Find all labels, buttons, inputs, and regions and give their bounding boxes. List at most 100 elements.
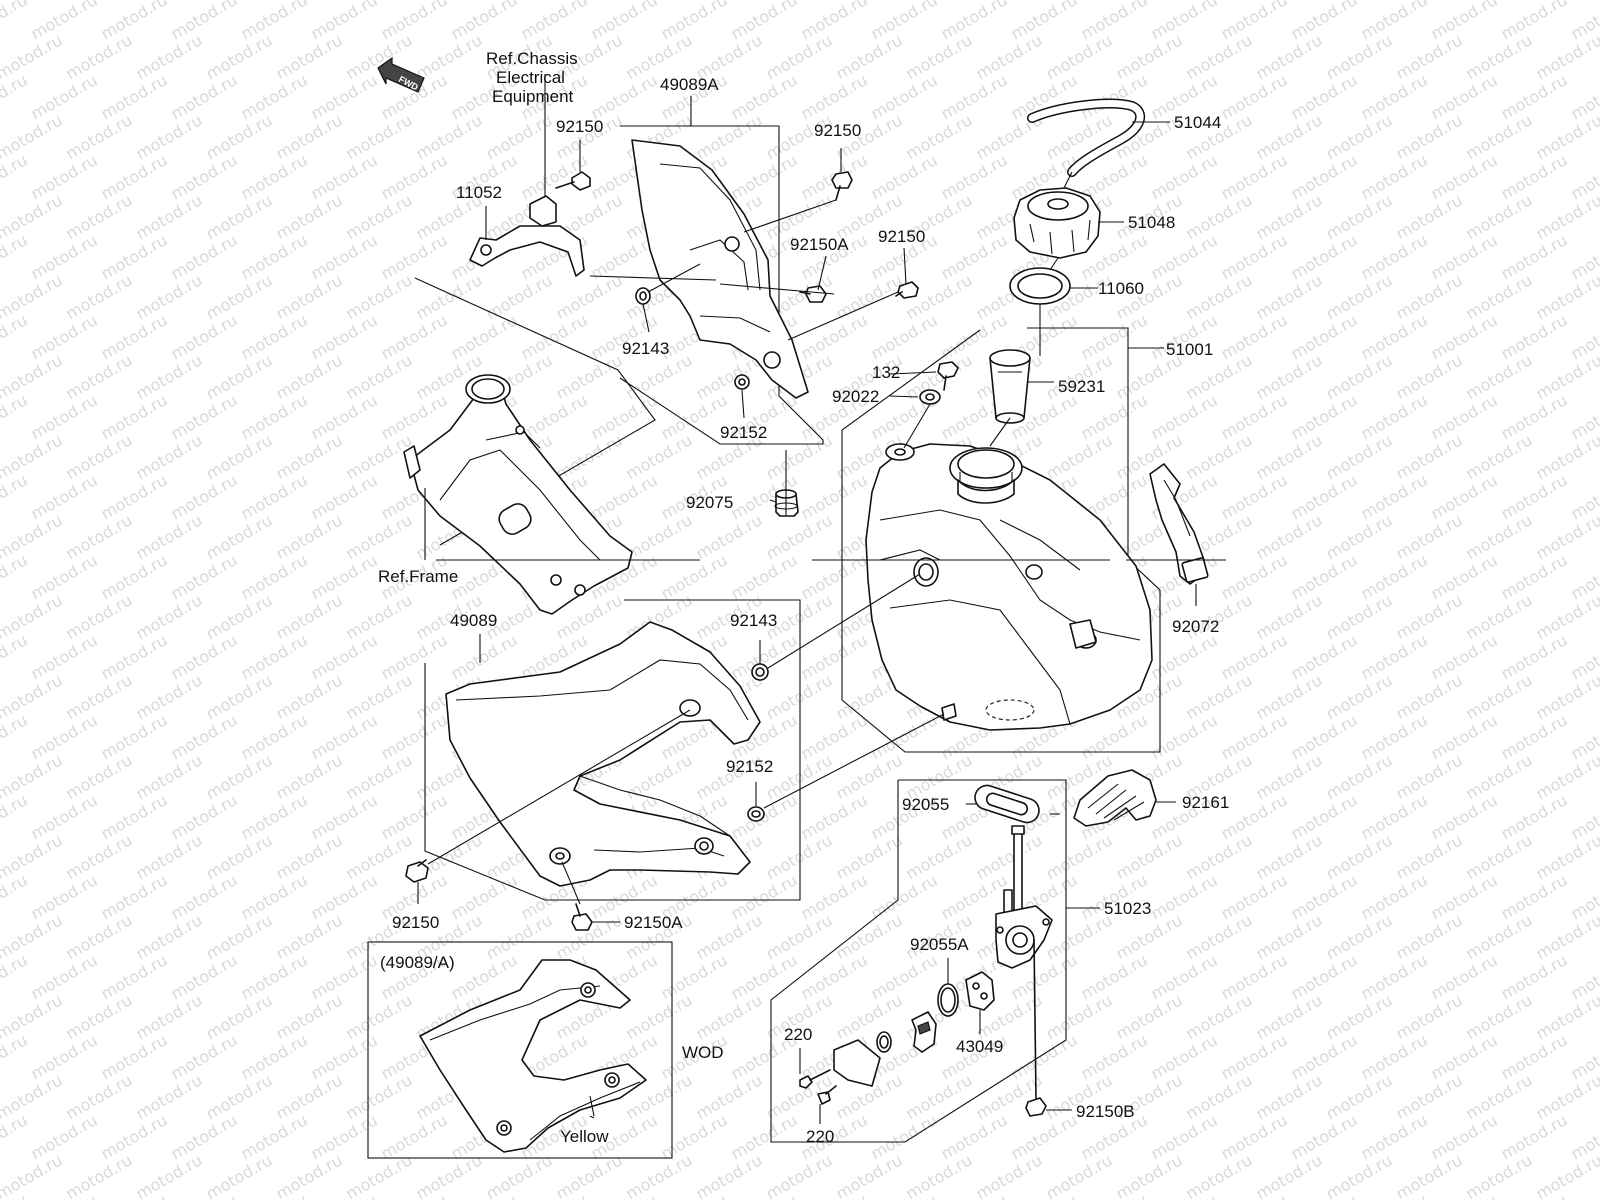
watermark-text: motod.ru [378,230,451,283]
watermark-text: motod.ru [1253,350,1326,403]
watermark-text: motod.ru [273,590,346,643]
screw-220-upper [799,1069,831,1089]
watermark-text: motod.ru [168,1110,241,1163]
bolt-92150B [1025,1097,1047,1117]
watermark-text: motod.ru [0,1070,66,1123]
watermark-text: motod.ru [203,110,276,163]
watermark-text: motod.ru [1463,910,1536,963]
watermark-text: motod.ru [98,1190,171,1200]
watermark-text: motod.ru [518,310,591,363]
watermark-text: motod.ru [763,910,836,963]
label-51023: 51023 [1104,899,1151,918]
label-220-upper: 220 [784,1025,812,1044]
watermark-text: motod.ru [98,70,171,123]
label-59231: 59231 [1058,377,1105,396]
watermark-text: motod.ru [168,230,241,283]
watermark-text: motod.ru [1043,30,1116,83]
watermark-text: motod.ru [378,1190,451,1200]
watermark-text: motod.ru [1218,310,1291,363]
watermark-text: motod.ru [28,870,101,923]
label-51001: 51001 [1166,340,1213,359]
watermark-text: motod.ru [1393,190,1466,243]
watermark-text: motod.ru [1218,550,1291,603]
watermark-text: motod.ru [343,270,416,323]
watermark-text: motod.ru [1533,990,1600,1043]
watermark-text: motod.ru [0,190,66,243]
watermark-text: motod.ru [168,1190,241,1200]
watermark-text: motod.ru [0,670,66,723]
label-132: 132 [872,363,900,382]
watermark-text: motod.ru [1253,590,1326,643]
watermark-text: motod.ru [1323,590,1396,643]
watermark-text: motod.ru [868,70,941,123]
watermark-text: motod.ru [1043,1150,1116,1200]
watermark-text: motod.ru [168,1030,241,1083]
watermark-text: motod.ru [308,310,381,363]
watermark-text: motod.ru [1393,750,1466,803]
watermark-text: motod.ru [553,430,626,483]
fuel-cock-51023 [995,825,1053,1099]
watermark-text: motod.ru [1358,790,1431,843]
watermark-text: motod.ru [308,950,381,1003]
watermark-text: motod.ru [308,870,381,923]
watermark-text: motod.ru [1498,710,1571,763]
watermark-text: motod.ru [1533,510,1600,563]
watermark-text: motod.ru [1183,1150,1256,1200]
watermark-text: motod.ru [1533,830,1600,883]
watermark-text: motod.ru [168,550,241,603]
ref-chassis-label-line1: Ref.Chassis [486,49,578,68]
watermark-text: motod.ru [1498,310,1571,363]
watermark-text: motod.ru [868,0,941,43]
ref-frame-label: Ref.Frame [378,567,458,586]
watermark-text: motod.ru [1498,950,1571,1003]
watermark-text: motod.ru [903,1070,976,1123]
watermark-text: motod.ru [0,30,66,83]
watermark-text: motod.ru [1358,1190,1431,1200]
watermark-text: motod.ru [1358,390,1431,443]
watermark-text: motod.ru [728,0,801,43]
watermark-text: motod.ru [728,550,801,603]
watermark-text: motod.ru [728,870,801,923]
watermark-text: motod.ru [308,150,381,203]
watermark-text: motod.ru [0,830,66,883]
watermark-text: motod.ru [1288,1030,1361,1083]
watermark-text: motod.ru [1148,230,1221,283]
watermark-text: motod.ru [1043,830,1116,883]
watermark-text: motod.ru [1358,230,1431,283]
watermark-text: motod.ru [28,1190,101,1200]
watermark-text: motod.ru [98,470,171,523]
watermark-text: motod.ru [1288,630,1361,683]
watermark-text: motod.ru [1078,390,1151,443]
watermark-text: motod.ru [1533,1070,1600,1123]
watermark-text: motod.ru [1498,1030,1571,1083]
watermark-text: motod.ru [203,670,276,723]
watermark-text: motod.ru [0,910,66,963]
watermark-text: motod.ru [1323,510,1396,563]
watermark-text: motod.ru [728,950,801,1003]
watermark-text: motod.ru [1253,430,1326,483]
watermark-text: motod.ru [1218,150,1291,203]
watermark-text: motod.ru [98,310,171,363]
watermark-text: motod.ru [1463,110,1536,163]
watermark-text: motod.ru [938,0,1011,43]
watermark-text: motod.ru [448,310,521,363]
watermark-text: motod.ru [133,350,206,403]
watermark-text: motod.ru [0,750,66,803]
watermark-text: motod.ru [63,1150,136,1200]
watermark-text: motod.ru [1393,510,1466,563]
watermark-text: motod.ru [133,30,206,83]
watermark-text: motod.ru [238,1030,311,1083]
watermark-text: motod.ru [1498,230,1571,283]
watermark-text: motod.ru [0,430,66,483]
watermark-text: motod.ru [1288,710,1361,763]
assembly-frame-49089 [424,599,801,901]
watermark-text: motod.ru [1323,990,1396,1043]
label-92150A-bottom: 92150A [624,913,683,932]
watermark-text: motod.ru [1218,870,1291,923]
oring-small [876,1031,892,1053]
watermark-text: motod.ru [1533,1150,1600,1200]
watermark-text: motod.ru [1288,150,1361,203]
watermark-text: motod.ru [1533,270,1600,323]
watermark-text: motod.ru [1463,1150,1536,1200]
watermark-text: motod.ru [623,350,696,403]
